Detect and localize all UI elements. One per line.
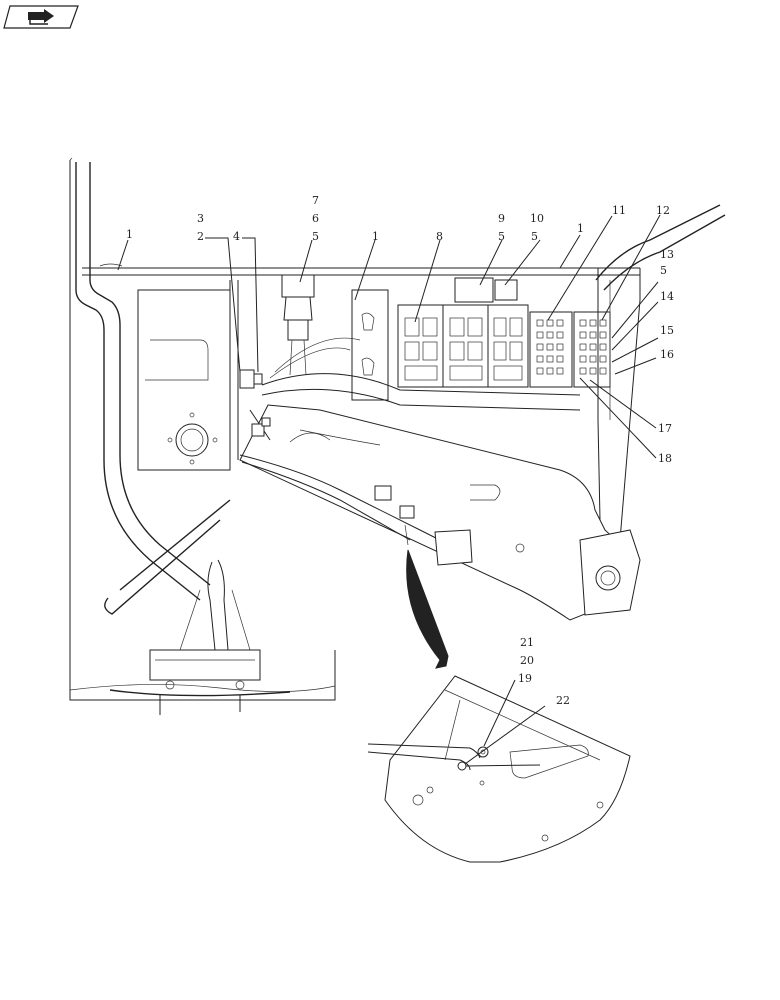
callout-15: 15: [660, 324, 674, 337]
callout-1b: 1: [372, 230, 379, 243]
callout-6: 6: [312, 212, 319, 225]
callout-5d: 5: [660, 264, 667, 277]
relay-block: [397, 304, 529, 388]
callout-18: 18: [658, 452, 672, 465]
callout-5c: 5: [531, 230, 538, 243]
callout-11: 11: [612, 204, 626, 217]
callout-12: 12: [656, 204, 670, 217]
callout-8: 8: [436, 230, 443, 243]
callout-9: 9: [498, 212, 505, 225]
callout-17: 17: [658, 422, 672, 435]
callout-20: 20: [520, 654, 534, 667]
callout-3: 3: [197, 212, 204, 225]
callout-10: 10: [530, 212, 544, 225]
callout-22: 22: [556, 694, 570, 707]
callout-4: 4: [233, 230, 240, 243]
callout-numbers: 1 3 2 4 7 6 5 1 8 9 10 5 5 1 11 12 13 5 …: [126, 194, 674, 707]
callout-2: 2: [197, 230, 204, 243]
leader-lines: [117, 214, 661, 765]
detail-view: [367, 675, 631, 863]
callout-14: 14: [660, 290, 674, 303]
callout-1c: 1: [577, 222, 584, 235]
next-page-button[interactable]: [3, 5, 79, 29]
callout-13: 13: [660, 248, 674, 261]
callout-5b: 5: [498, 230, 505, 243]
callout-21: 21: [520, 636, 534, 649]
detail-arrow: [406, 549, 449, 669]
callout-5a: 5: [312, 230, 319, 243]
fuse-block: [529, 311, 611, 388]
callout-7: 7: [312, 194, 319, 207]
main-assembly: [69, 157, 726, 715]
callout-1a: 1: [126, 228, 133, 241]
callout-16: 16: [660, 348, 674, 361]
callout-19: 19: [518, 672, 532, 685]
next-page-arrow-icon: [28, 9, 54, 25]
